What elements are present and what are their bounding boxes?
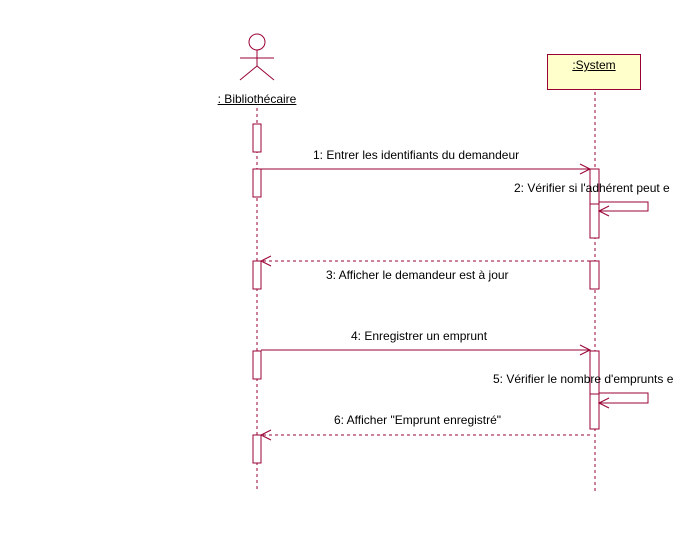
message-4-arrow xyxy=(261,344,592,356)
system-activation xyxy=(589,203,600,239)
message-6-label: 6: Afficher "Emprunt enregistré" xyxy=(334,413,502,427)
system-object-name: :System xyxy=(572,58,616,72)
message-2-arrow xyxy=(597,201,649,217)
actor-name: : Bibliothécaire xyxy=(217,92,297,106)
actor-activation xyxy=(252,434,262,464)
actor-activation xyxy=(252,123,262,153)
message-3-arrow xyxy=(259,255,590,267)
message-5-arrow xyxy=(597,392,649,409)
message-2-label: 2: Vérifier si l'adhérent peut e xyxy=(514,181,670,195)
message-4-label: 4: Enregistrer un emprunt xyxy=(351,329,488,343)
message-1-arrow xyxy=(261,163,592,175)
actor-activation xyxy=(252,168,262,198)
message-6-arrow xyxy=(259,429,590,441)
actor-activation xyxy=(252,350,262,380)
message-5-label: 5: Vérifier le nombre d'emprunts e xyxy=(493,372,674,386)
actor-activation xyxy=(252,260,262,290)
message-3-label: 3: Afficher le demandeur est à jour xyxy=(326,268,509,282)
system-activation xyxy=(589,393,600,430)
system-activation xyxy=(589,260,600,290)
system-object-box: :System xyxy=(547,54,641,90)
stick-figure-icon xyxy=(239,33,275,81)
message-1-label: 1: Entrer les identifiants du demandeur xyxy=(313,148,520,162)
